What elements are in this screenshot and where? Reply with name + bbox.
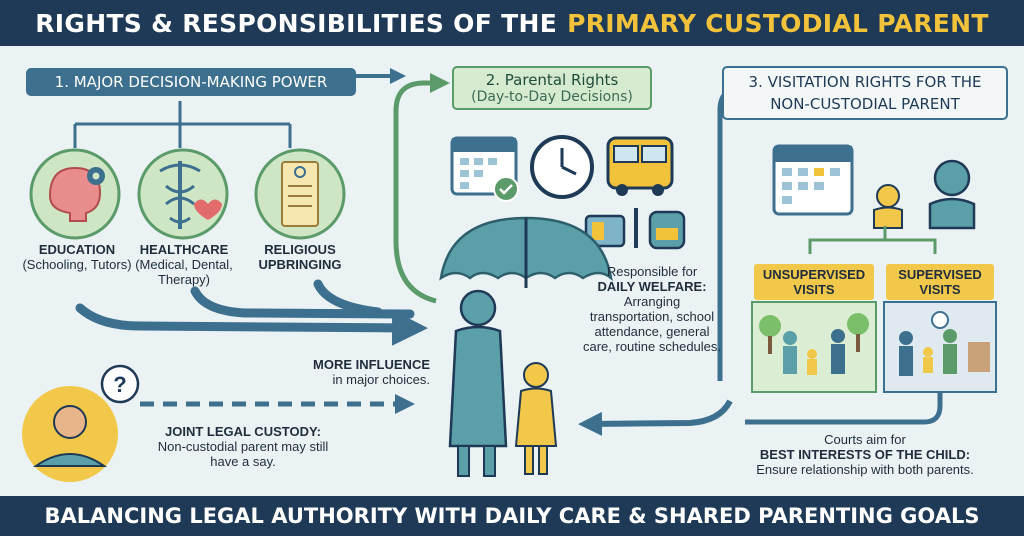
religious-label: Religious Upbringing: [258, 242, 342, 272]
title-banner: Rights & Responsibilities of the Primary…: [0, 0, 1024, 46]
welfare-lead: Responsible for: [606, 264, 698, 279]
welfare-heading: Daily Welfare:: [597, 279, 707, 294]
section2-heading: 2. Parental Rights (Day-to-Day Decisions…: [452, 66, 652, 110]
welfare-text: Responsible for Daily Welfare: Arranging…: [582, 264, 722, 354]
calendar-icon: [772, 144, 854, 216]
healthcare-detail: (Medical, Dental, Therapy): [135, 257, 233, 287]
supervised-visits-badge: Supervised Visits: [886, 264, 994, 300]
education-detail: (Schooling, Tutors): [22, 257, 132, 272]
section1-heading: 1. Major Decision-Making Power: [26, 68, 356, 96]
supervised-scene: [883, 301, 997, 393]
diagram-stage: ?: [0, 46, 1024, 496]
section1-connectors: [73, 101, 292, 148]
diagram-graphics: ?: [22, 68, 997, 482]
education-label: Education (Schooling, Tutors): [18, 242, 136, 272]
unsupervised-scene: [751, 301, 877, 393]
rights-arrow: [393, 73, 450, 304]
influence-text: More Influence in major choices.: [230, 357, 430, 387]
visitation-arrow-up: [717, 78, 752, 381]
healthcare-label: Healthcare (Medical, Dental, Therapy): [134, 242, 234, 287]
section2-subtitle: (Day-to-Day Decisions): [471, 89, 633, 105]
unsupervised-visits-badge: Unsupervised Visits: [754, 264, 874, 300]
section3-heading: 3. Visitation Rights for the Non-Custodi…: [722, 66, 1008, 120]
courts-detail: Ensure relationship with both parents.: [756, 462, 974, 477]
courts-lead: Courts aim for: [824, 432, 906, 447]
adult-child-icon: [873, 159, 976, 230]
courts-heading: Best Interests of the Child:: [759, 447, 971, 462]
clock-icon: [530, 135, 594, 199]
visitation-return: [745, 346, 943, 425]
question-person-icon: ?: [22, 364, 140, 482]
joint-custody-detail: Non-custodial parent may still have a sa…: [157, 439, 329, 469]
caduceus-heart-icon: [137, 148, 229, 240]
svg-text:?: ?: [113, 372, 126, 397]
lunchbox-icon: [584, 214, 626, 248]
section1-arrows: [75, 279, 428, 346]
umbrella-icon: [439, 216, 613, 288]
influence-detail: in major choices.: [332, 372, 430, 387]
courts-text: Courts aim for Best Interests of the Chi…: [720, 432, 1010, 477]
welfare-detail: Arranging transportation, school attenda…: [582, 294, 722, 354]
section2-title: 2. Parental Rights: [485, 71, 619, 89]
visits-connector: [808, 226, 937, 254]
title-accent: Primary Custodial Parent: [567, 8, 989, 38]
joint-custody-heading: Joint Legal Custody:: [164, 424, 321, 439]
parent-child-icon: [448, 289, 558, 477]
title-main: Rights & Responsibilities of the: [35, 8, 558, 38]
education-title: Education: [38, 242, 116, 257]
brain-gear-icon: [29, 148, 121, 240]
healthcare-title: Healthcare: [139, 242, 229, 257]
religious-title: Religious Upbringing: [258, 242, 342, 272]
joint-custody-text: Joint Legal Custody: Non-custodial paren…: [148, 424, 338, 469]
school-bus-icon: [606, 136, 674, 196]
visitation-arrow-in: [578, 399, 733, 436]
influence-heading: More Influence: [313, 357, 430, 372]
backpack-icon: [648, 210, 686, 250]
scroll-icon: [254, 148, 346, 240]
calendar-check-icon: [450, 136, 519, 202]
footer-banner: Balancing Legal Authority with Daily Car…: [0, 496, 1024, 536]
